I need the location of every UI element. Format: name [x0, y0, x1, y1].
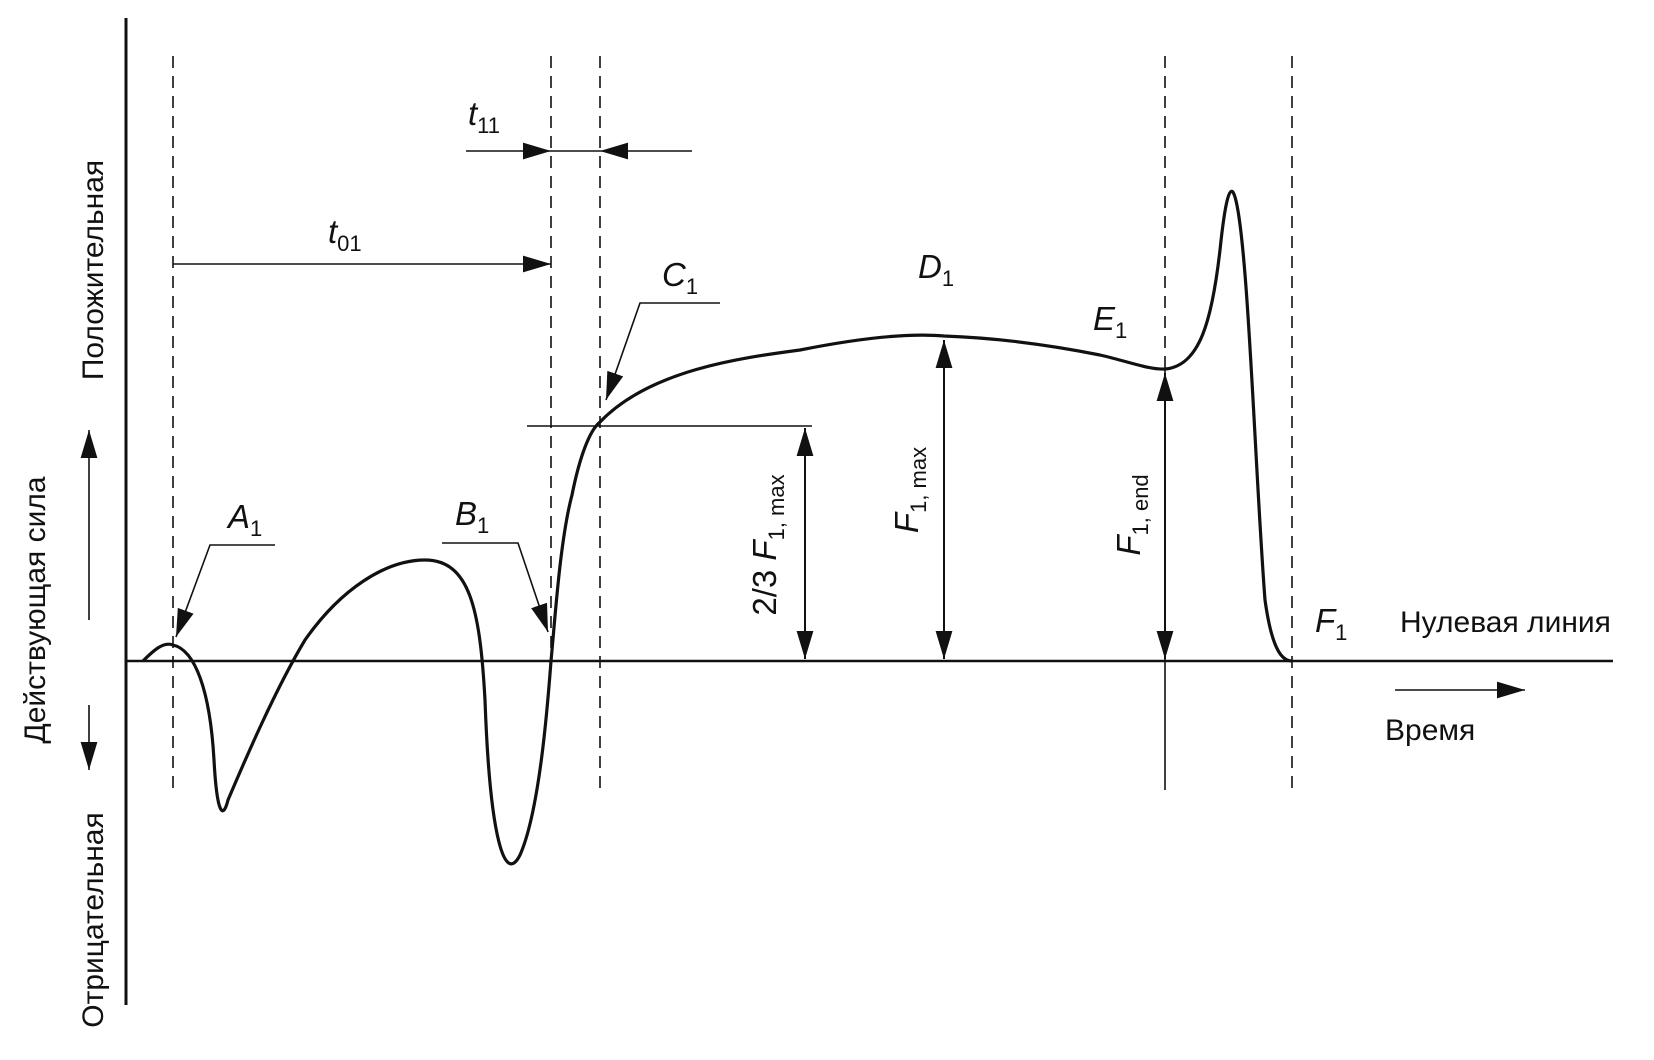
b1-leader — [442, 542, 549, 633]
label-a1: A1 — [226, 498, 262, 541]
label-c1: C1 — [662, 256, 698, 299]
label-e1: E1 — [1093, 300, 1127, 343]
negative-label: Отрицательная — [77, 812, 110, 1027]
label-t11: t11 — [468, 95, 500, 138]
positive-label: Положительная — [77, 160, 110, 380]
zero-line-label: Нулевая линия — [1400, 606, 1611, 639]
force-curve — [141, 189, 1293, 866]
label-b1: B1 — [455, 495, 489, 538]
label-two-thirds-fmax: 2/3 F1, max — [746, 474, 789, 615]
axis-title: Действующая сила — [19, 476, 52, 743]
label-fmax: F1, max — [888, 447, 931, 533]
label-f1: F1 — [1315, 602, 1347, 645]
label-t01: t01 — [328, 213, 362, 256]
time-label: Время — [1385, 714, 1475, 747]
c1-leader — [605, 302, 720, 401]
label-d1: D1 — [918, 248, 954, 291]
label-fend: F1, end — [1110, 474, 1153, 555]
a1-leader — [175, 544, 275, 638]
